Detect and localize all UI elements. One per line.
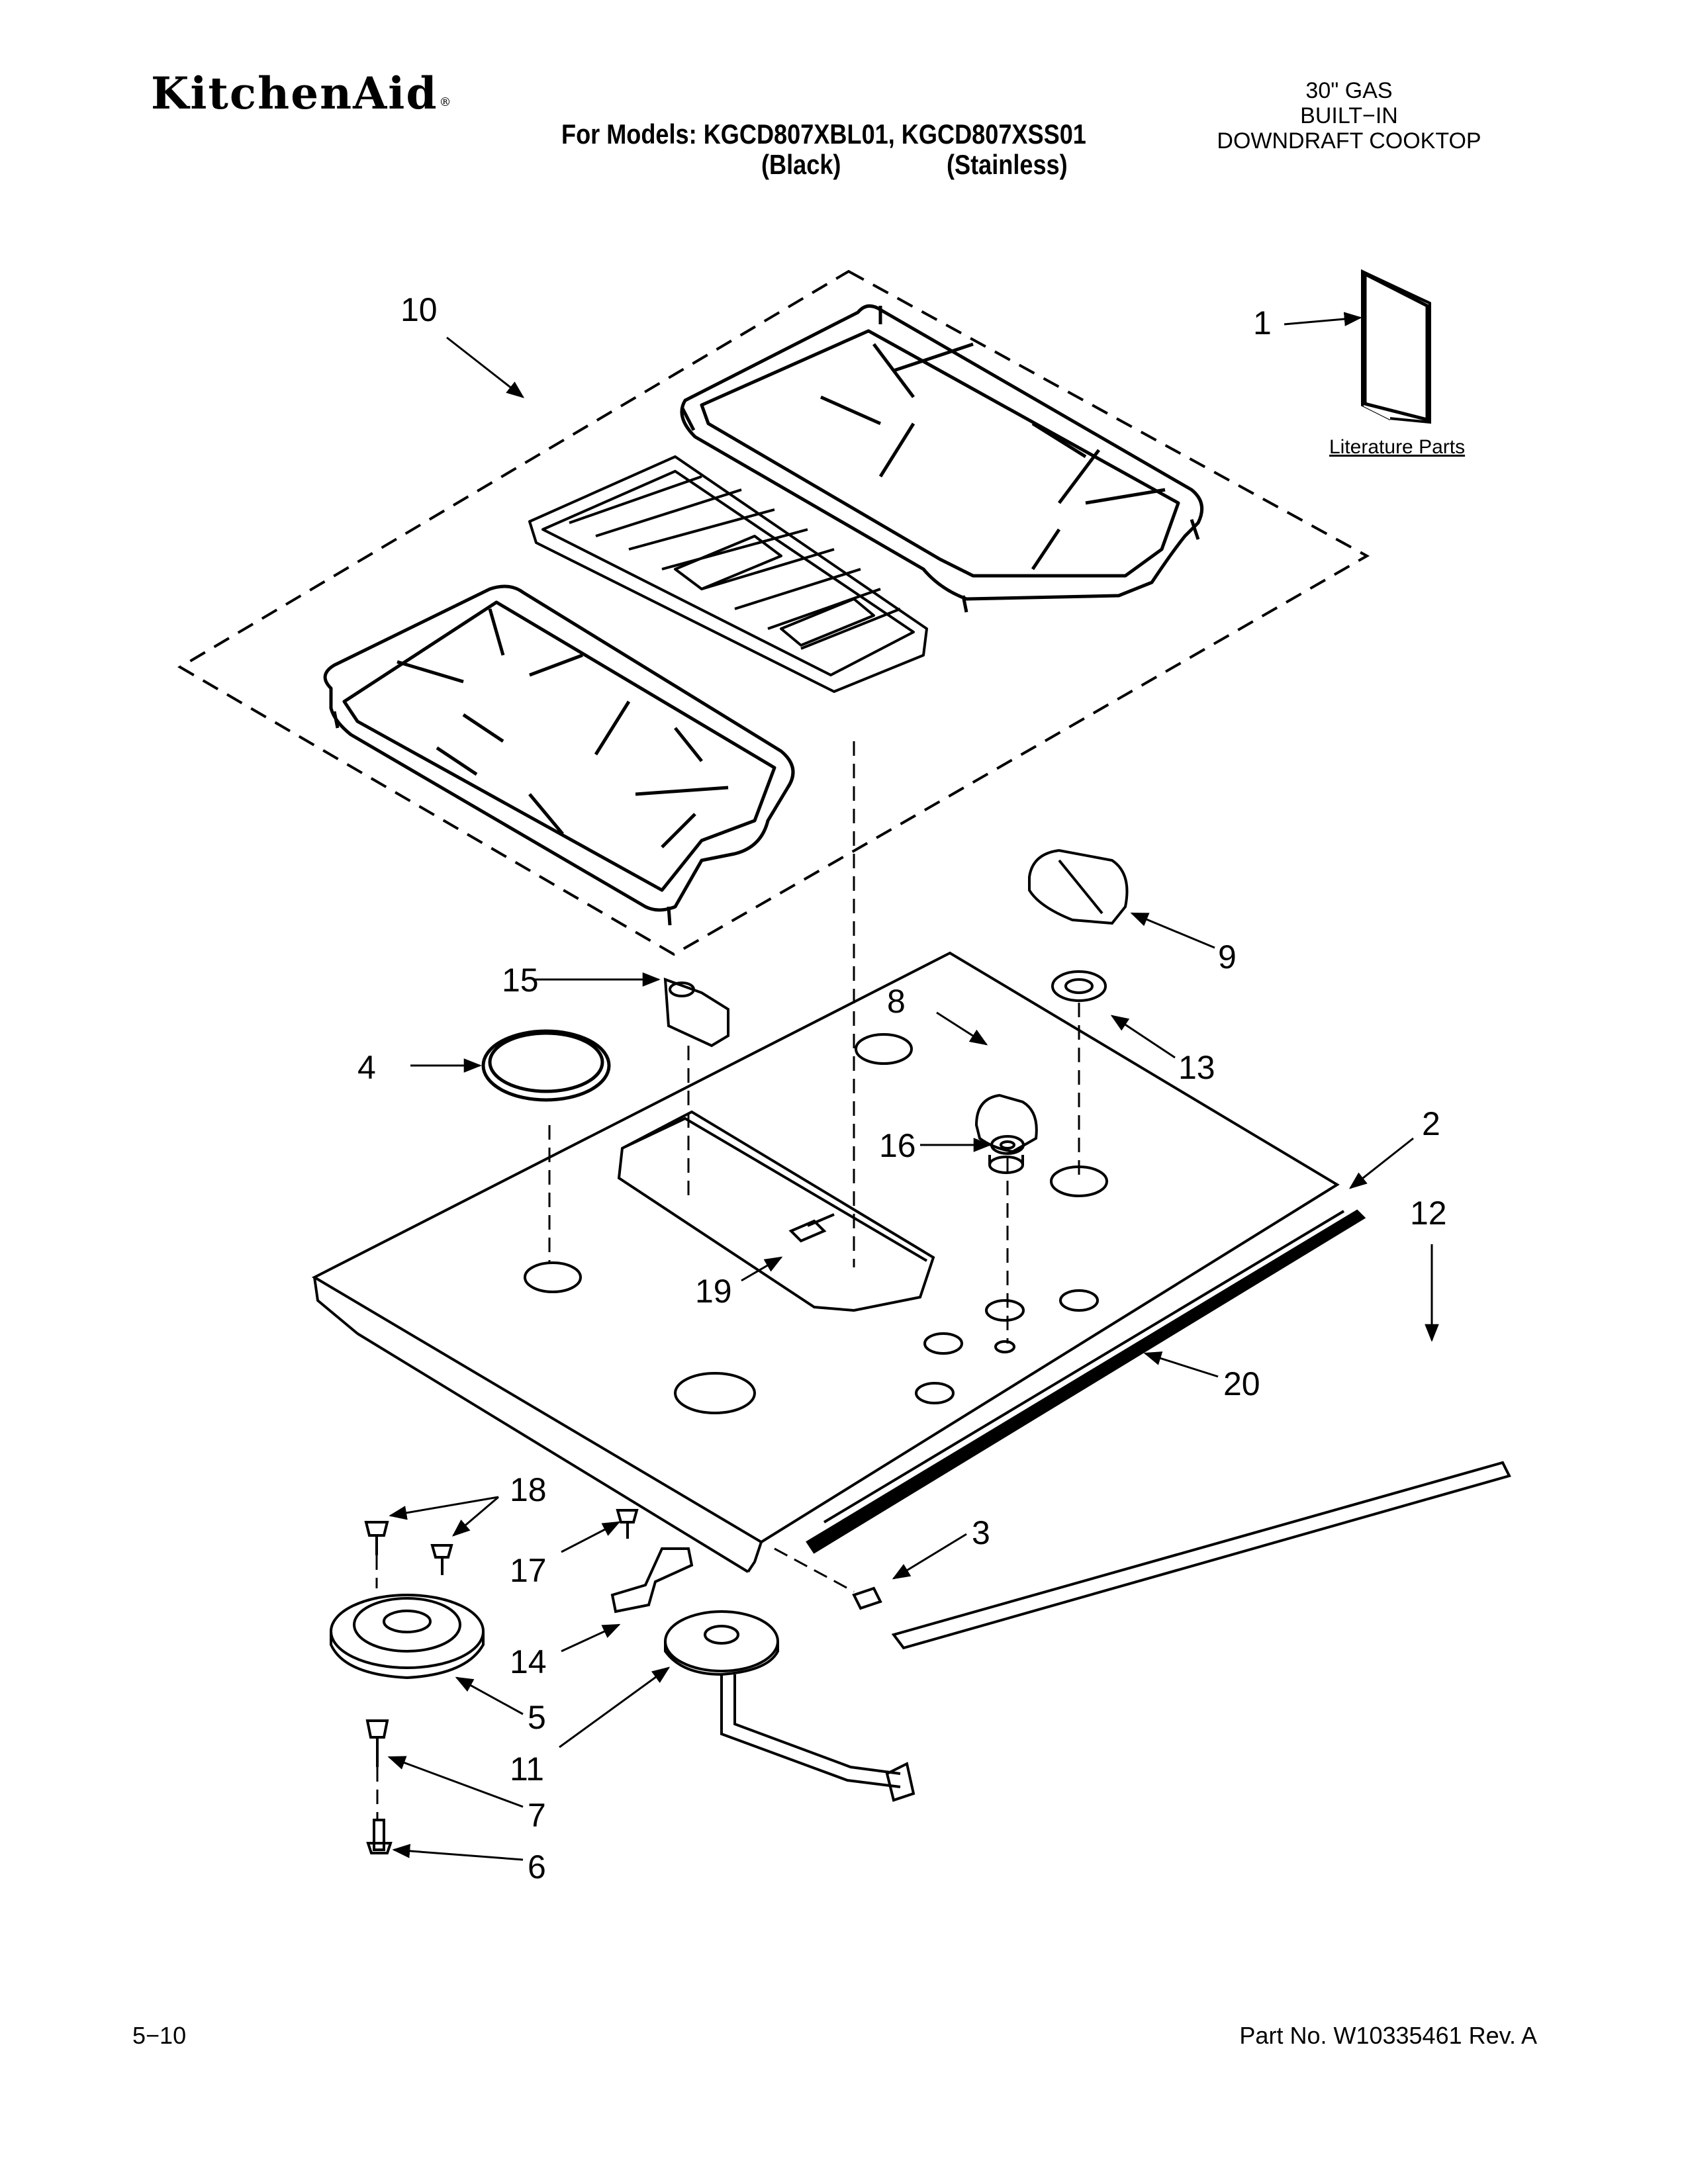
callout-2: 2 xyxy=(1422,1105,1440,1142)
callout-3: 3 xyxy=(972,1514,990,1551)
models-line: For Models: KGCD807XBL01, KGCD807XSS01 xyxy=(561,118,1086,150)
left-grate xyxy=(323,584,795,926)
burner-base xyxy=(330,1594,485,1680)
burner-head-tube xyxy=(664,1610,915,1802)
callout-4: 4 xyxy=(357,1049,376,1086)
downdraft-grille xyxy=(528,455,928,693)
trim-strip xyxy=(891,1461,1511,1650)
callout-11: 11 xyxy=(510,1751,544,1788)
burner-trim-ring xyxy=(481,1029,611,1102)
grate-group-outline xyxy=(177,269,1370,956)
variant-black: (Black) xyxy=(761,149,841,180)
callout-5: 5 xyxy=(528,1699,546,1736)
callout-18: 18 xyxy=(510,1471,547,1508)
literature-label: Literature Parts xyxy=(1329,436,1465,458)
brand-logo: KitchenAid® xyxy=(151,71,453,115)
product-type-line-2: BUILT−IN xyxy=(1300,103,1398,128)
small-hardware xyxy=(364,1509,882,1854)
page-number: 5−10 xyxy=(132,2022,187,2049)
variant-stainless: (Stainless) xyxy=(947,149,1068,180)
callout-leaders xyxy=(387,312,1439,1861)
callout-13: 13 xyxy=(1178,1049,1215,1086)
callout-numbers: 10 1 2 3 4 15 8 9 13 16 19 12 20 18 17 1… xyxy=(357,291,1447,1886)
callout-12: 12 xyxy=(1410,1195,1447,1232)
callout-14: 14 xyxy=(510,1643,547,1680)
callout-15: 15 xyxy=(502,962,539,999)
callout-1: 1 xyxy=(1253,304,1272,341)
control-knob-large xyxy=(1028,848,1129,925)
cooktop-surface xyxy=(311,951,1366,1573)
callout-19: 19 xyxy=(695,1273,732,1310)
callout-17: 17 xyxy=(510,1552,547,1589)
screw-19 xyxy=(788,1213,835,1243)
right-grate xyxy=(680,304,1204,613)
knob-seal xyxy=(1051,970,1107,1002)
product-type: 30" GAS BUILT−IN DOWNDRAFT COOKTOP xyxy=(1164,78,1534,154)
registered-mark: ® xyxy=(439,95,453,109)
callout-9: 9 xyxy=(1218,938,1237,976)
callout-20: 20 xyxy=(1223,1365,1260,1402)
product-type-line-1: 30" GAS xyxy=(1305,78,1393,103)
valve-seal xyxy=(990,1135,1025,1155)
literature-parts xyxy=(1361,269,1431,424)
callout-16: 16 xyxy=(879,1127,916,1164)
callout-6: 6 xyxy=(528,1848,546,1886)
alignment-lines xyxy=(375,741,1080,1820)
callout-10: 10 xyxy=(400,291,438,328)
part-number: Part No. W10335461 Rev. A xyxy=(1239,2022,1537,2049)
control-knob-small xyxy=(974,1093,1038,1174)
burner-bracket xyxy=(663,978,729,1048)
brand-name: KitchenAid xyxy=(151,68,438,119)
callout-7: 7 xyxy=(528,1797,546,1834)
callout-8: 8 xyxy=(887,983,906,1020)
product-type-line-3: DOWNDRAFT COOKTOP xyxy=(1217,128,1481,154)
